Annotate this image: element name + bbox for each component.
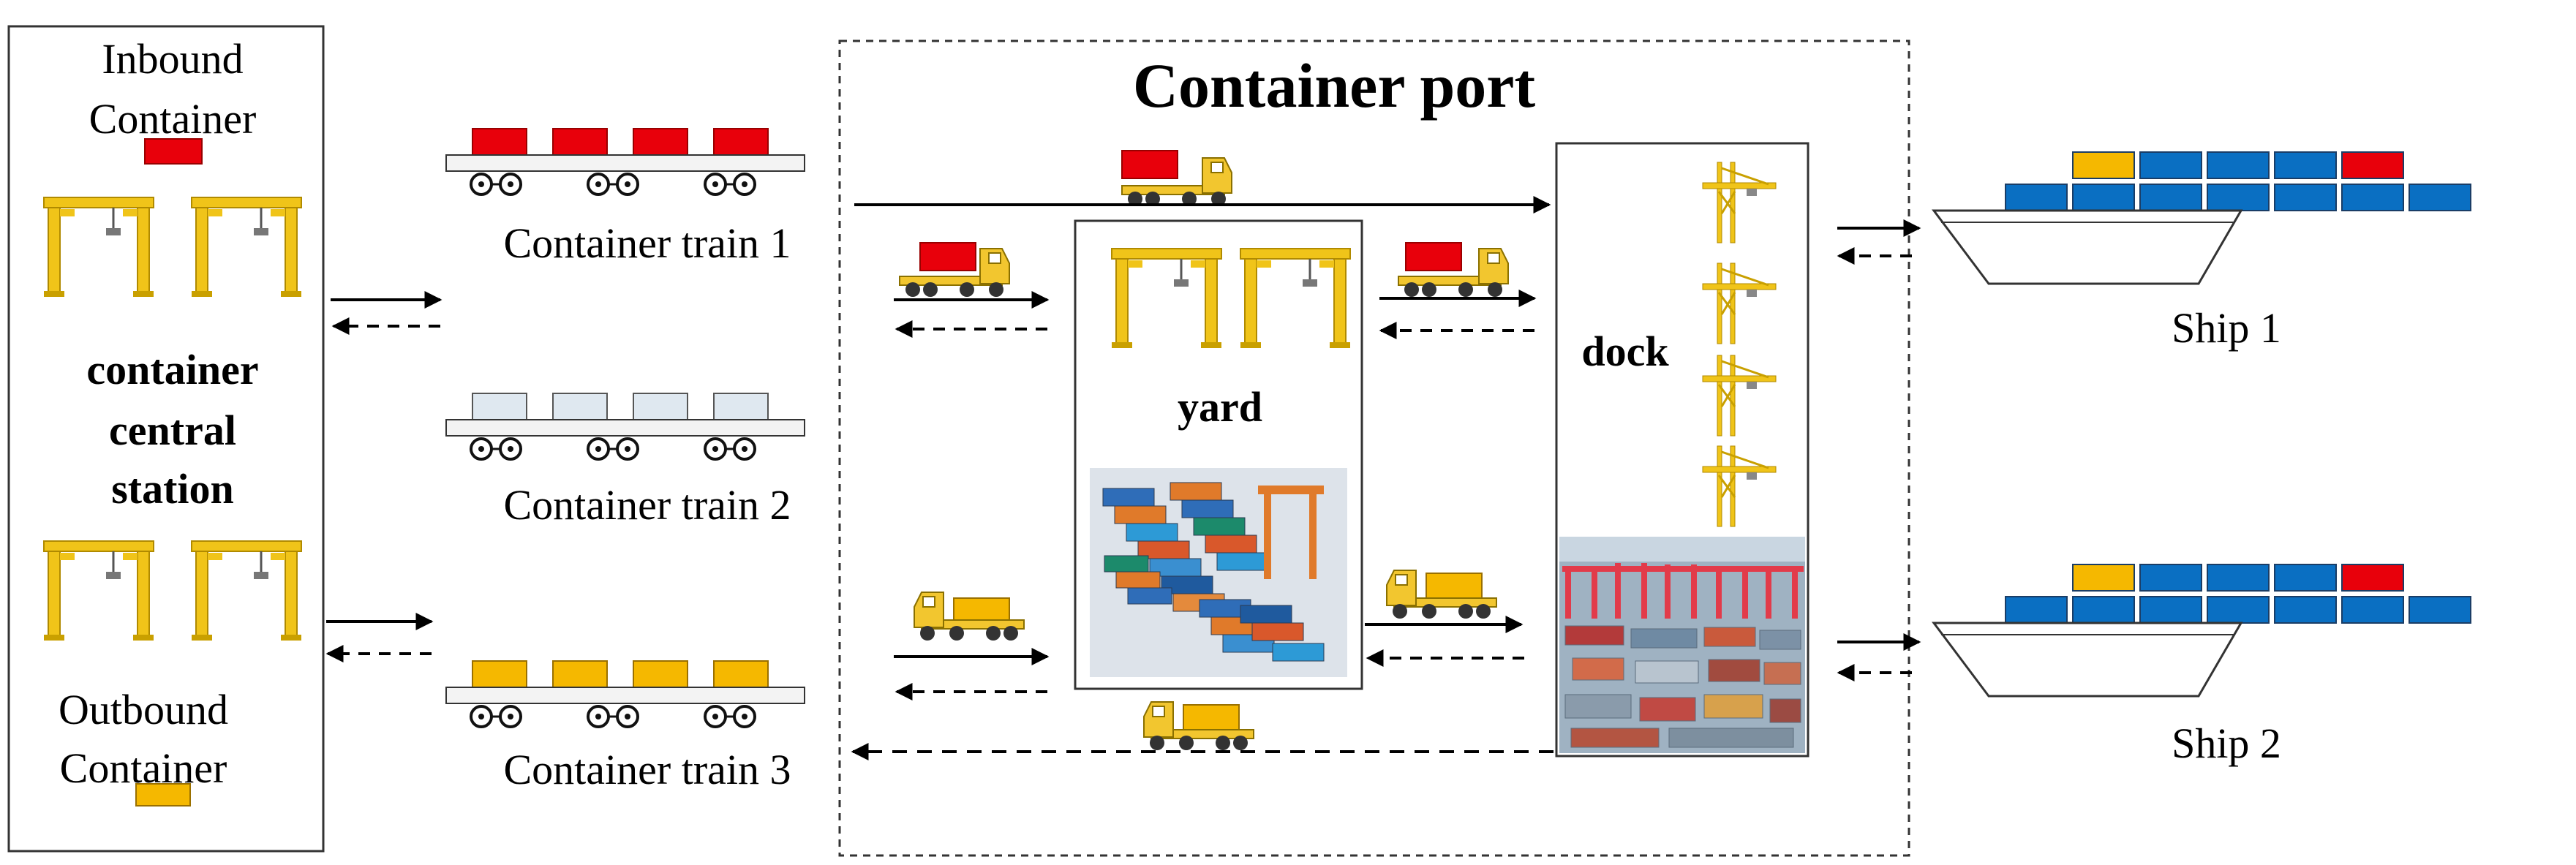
truck-icon bbox=[1398, 242, 1509, 298]
station-name-line1: container bbox=[86, 346, 258, 393]
container-train-3: Container train 3 bbox=[445, 660, 806, 793]
station-train-arrows bbox=[325, 291, 442, 662]
train-container bbox=[713, 660, 769, 688]
ship-2: Ship 2 bbox=[1932, 564, 2471, 767]
port-boundary bbox=[838, 39, 1910, 857]
train-container bbox=[552, 660, 608, 688]
train-container bbox=[472, 660, 527, 688]
gantry-crane-icon bbox=[42, 540, 155, 642]
outbound-label-line1: Outbound bbox=[59, 686, 228, 733]
container-train-2: Container train 2 bbox=[445, 393, 806, 529]
train-flatcar bbox=[445, 418, 806, 461]
gantry-crane-icon bbox=[190, 540, 303, 642]
ship-2-containers bbox=[2005, 564, 2471, 624]
dock-label: dock bbox=[1581, 328, 1669, 375]
yard-label: yard bbox=[1178, 383, 1262, 431]
train-1-label: Container train 1 bbox=[503, 219, 791, 267]
ship-2-label: Ship 2 bbox=[2172, 719, 2281, 767]
truck-icon bbox=[1121, 150, 1232, 207]
inbound-label-line1: Inbound bbox=[102, 35, 243, 83]
ship-1-label: Ship 1 bbox=[2172, 304, 2281, 352]
inbound-label-line2: Container bbox=[89, 95, 257, 143]
container-port: Container port yard bbox=[838, 39, 1910, 857]
train-container bbox=[472, 393, 527, 420]
train-container bbox=[633, 393, 688, 420]
dock: dock bbox=[1555, 142, 1809, 758]
yard-photo bbox=[1090, 468, 1347, 677]
station-name-line3: station bbox=[111, 465, 234, 513]
train-2-containers bbox=[472, 393, 769, 420]
container-train-1: Container train 1 bbox=[445, 128, 806, 267]
station-name-line2: central bbox=[109, 407, 236, 454]
train-flatcar bbox=[445, 154, 806, 196]
dock-ship-arrows bbox=[1837, 219, 1921, 681]
container-central-station: Inbound Container container central stat… bbox=[7, 25, 325, 853]
dock-photo bbox=[1559, 537, 1805, 753]
truck-icon bbox=[1386, 570, 1497, 619]
port-title: Container port bbox=[1133, 50, 1536, 121]
truck-icon bbox=[914, 592, 1025, 641]
ship-hull bbox=[1932, 622, 2242, 698]
train-container bbox=[713, 128, 769, 156]
station-box bbox=[7, 25, 325, 853]
train-3-containers bbox=[472, 660, 769, 688]
train-2-label: Container train 2 bbox=[503, 481, 791, 529]
outbound-container-icon bbox=[135, 783, 191, 807]
train-container bbox=[472, 128, 527, 156]
train-flatcar bbox=[445, 686, 806, 728]
ship-1: Ship 1 bbox=[1932, 151, 2471, 352]
truck-icon bbox=[1143, 701, 1254, 751]
train-container bbox=[713, 393, 769, 420]
train-3-label: Container train 3 bbox=[503, 746, 791, 793]
train-1-containers bbox=[472, 128, 769, 156]
truck-icon bbox=[899, 242, 1010, 298]
inbound-container-icon bbox=[144, 138, 203, 165]
ship-1-containers bbox=[2005, 151, 2471, 211]
gantry-crane-icon bbox=[42, 196, 155, 298]
train-container bbox=[633, 660, 688, 688]
train-container bbox=[552, 128, 608, 156]
yard: yard bbox=[1074, 219, 1363, 690]
gantry-crane-icon bbox=[190, 196, 303, 298]
train-container bbox=[633, 128, 688, 156]
train-container bbox=[552, 393, 608, 420]
ship-hull bbox=[1932, 209, 2242, 285]
